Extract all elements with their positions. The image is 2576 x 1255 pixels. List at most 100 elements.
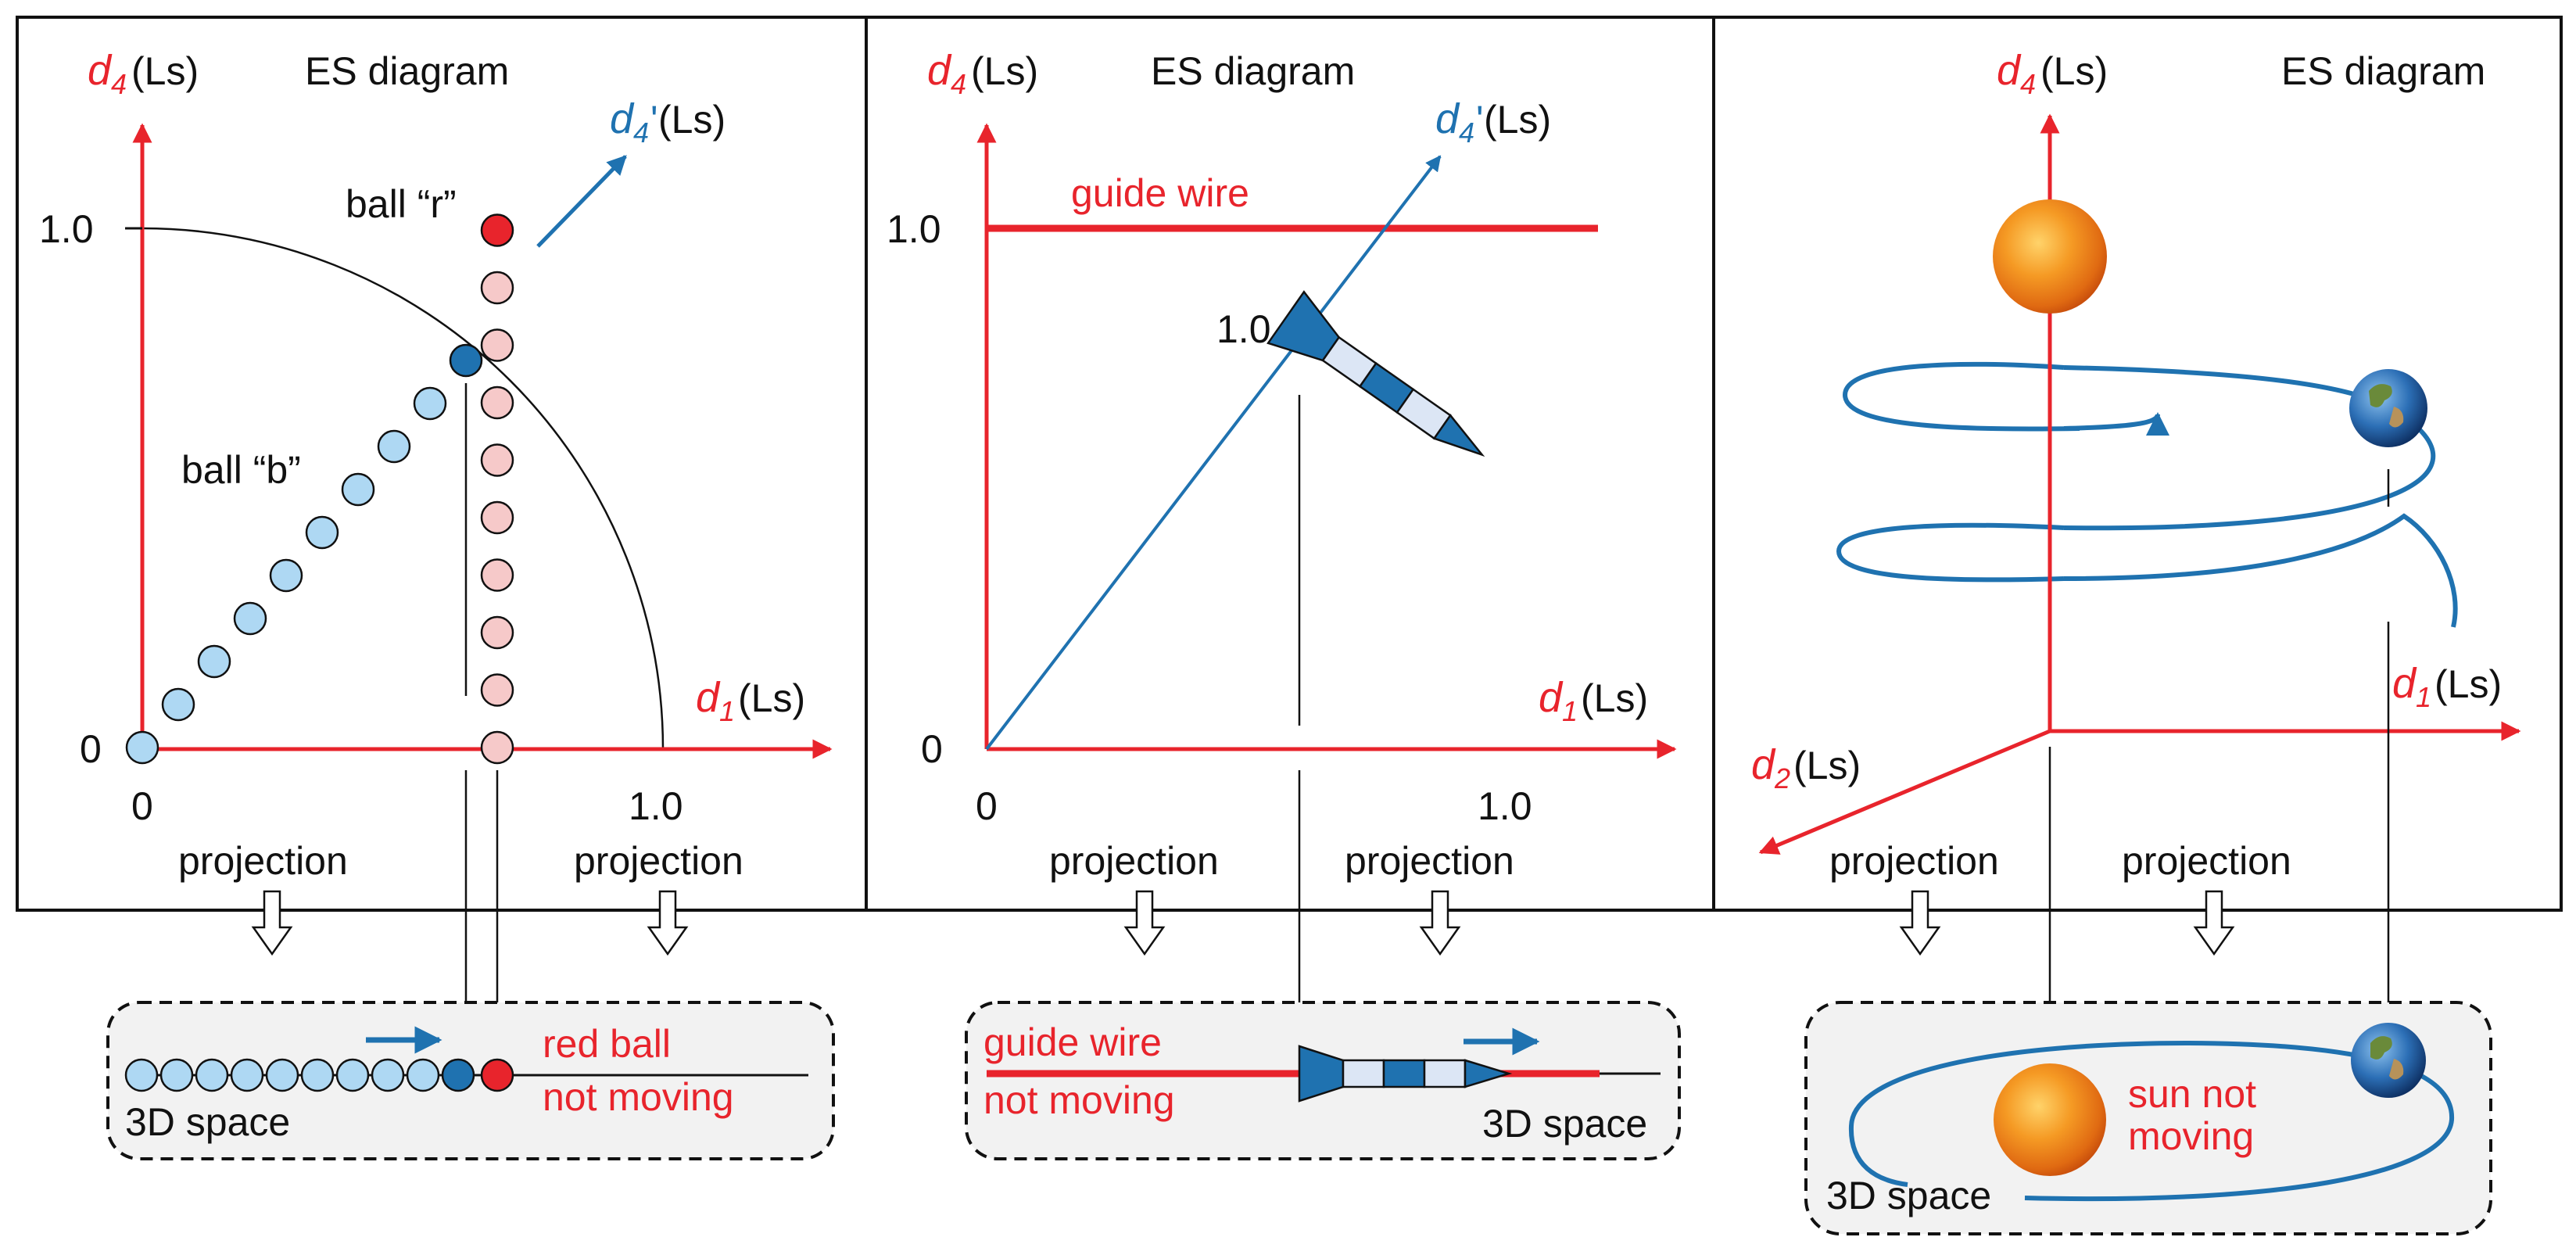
panel-2: d 4 (Ls) ES diagram d 4 ' (Ls) guide wir… (887, 47, 1677, 1002)
ball-b-trail-3d (230, 1058, 264, 1092)
projection-arrow-left (251, 890, 293, 956)
guide-wire-label-line1: guide wire (983, 1020, 1162, 1064)
d1-axis-unit: (Ls) (2434, 662, 2502, 706)
ball-r-trail (480, 385, 514, 420)
space-box-2: guide wire not moving 3D space (965, 1001, 1681, 1160)
d2-axis-var: d (1751, 741, 1776, 788)
sun-label-line2: moving (2128, 1114, 2254, 1158)
space-box-1: 3D space red ball not moving (106, 1001, 835, 1160)
ball-b-trail-3d (371, 1058, 405, 1092)
space-label: 3D space (125, 1100, 290, 1144)
ball-r-trail (480, 558, 514, 592)
space-box-3: sun not moving 3D space (1804, 1001, 2492, 1235)
tick-y-one-label: 1.0 (39, 207, 94, 251)
d4-axis-unit: (Ls) (131, 49, 199, 93)
ball-b-3d (441, 1058, 475, 1092)
projection-arrow-right (2193, 890, 2235, 956)
panel-3-title: ES diagram (2281, 49, 2485, 93)
projection-left-label: projection (1049, 839, 1219, 883)
ball-b-trail-3d (265, 1058, 299, 1092)
panel-2-title: ES diagram (1151, 49, 1355, 93)
ball-b-trail (233, 601, 267, 636)
panel-3: d 4 (Ls) ES diagram d 1 (Ls) d 2 (Ls) pr… (1751, 47, 2521, 1002)
ball-r-trail (480, 443, 514, 477)
projection-right-label: projection (2122, 839, 2291, 883)
tick-x-zero-label: 0 (976, 784, 998, 828)
ball-r-3d (480, 1058, 514, 1092)
projection-left-label: projection (178, 839, 348, 883)
orbit-path (1848, 1040, 2455, 1202)
d4-axis-sub: 4 (111, 68, 127, 100)
d4-axis-unit: (Ls) (2040, 49, 2108, 93)
d1-axis-unit: (Ls) (738, 676, 805, 720)
ball-b-trail (413, 386, 447, 421)
sun-icon (1994, 1063, 2106, 1176)
earth-icon (2349, 369, 2427, 447)
d1-axis-var: d (1539, 674, 1564, 721)
tick-y-one-label: 1.0 (887, 207, 941, 251)
ball-b-trail-3d (124, 1058, 159, 1092)
d4-prime-sub: 4 (1459, 117, 1474, 149)
rocket-tick-label: 1.0 (1216, 307, 1271, 351)
ball-b-trail (341, 472, 375, 507)
d4-axis-sub: 4 (951, 68, 966, 100)
sun-icon (1993, 199, 2107, 314)
projection-right-label: projection (574, 839, 743, 883)
ball-r-trail (480, 730, 514, 765)
space-label: 3D space (1482, 1102, 1647, 1146)
d4-prime-unit: (Ls) (1484, 98, 1551, 142)
ball-b-trail-3d (159, 1058, 194, 1092)
d1-axis-var: d (696, 674, 721, 721)
ball-b-trail-3d (195, 1058, 229, 1092)
guide-wire-label-line2: not moving (983, 1078, 1175, 1122)
d4-prime-axis (985, 155, 1442, 751)
ball-r-label: ball “r” (346, 182, 457, 226)
d4-prime-mark: ' (1476, 98, 1484, 142)
d2-axis (1758, 729, 2051, 855)
ball-b-trail-3d (406, 1058, 440, 1092)
red-ball-label-line1: red ball (543, 1022, 671, 1066)
d4-axis-sub: 4 (2020, 68, 2036, 100)
ball-b-trail (161, 687, 195, 722)
tick-x-one-label: 1.0 (1478, 784, 1532, 828)
helix-front-lower (2063, 513, 2458, 628)
tick-y-zero-label: 0 (921, 727, 943, 771)
d4-axis-var: d (1997, 47, 2022, 94)
d4-axis-unit: (Ls) (971, 49, 1038, 93)
guide-wire-label: guide wire (1071, 171, 1249, 215)
d4-prime-var: d (1435, 95, 1460, 142)
ball-b-trail (377, 429, 411, 464)
tick-x-one-label: 1.0 (629, 784, 683, 828)
ball-b (449, 343, 483, 378)
panel-1: d 4 (Ls) ES diagram d 4 ' (Ls) ball “r” … (39, 47, 833, 1005)
d4-prime-mark: ' (650, 98, 658, 142)
d4-prime-axis (536, 155, 627, 248)
rocket-3d (1298, 1045, 1513, 1103)
ball-b-trail (197, 644, 231, 679)
unit-circle-arc (142, 227, 665, 750)
ball-b-trail-3d (335, 1058, 370, 1092)
panel-1-title: ES diagram (305, 49, 509, 93)
ball-r-trail (480, 500, 514, 535)
ball-r-trail (480, 271, 514, 305)
tick-x-zero-label: 0 (131, 784, 153, 828)
projection-arrow-right (647, 890, 689, 956)
projection-left-label: projection (1829, 839, 1999, 883)
projection-arrow-left (1123, 890, 1166, 956)
projection-arrow-right (1419, 890, 1461, 956)
ball-b-trail (269, 558, 303, 593)
helix-back-lower (1836, 522, 2065, 583)
tick-y-zero-label: 0 (80, 727, 102, 771)
d4-prime-unit: (Ls) (658, 98, 726, 142)
projection-arrow-left (1899, 890, 1941, 956)
ball-r-trail (480, 328, 514, 362)
panels-frame (16, 16, 2563, 912)
d1-axis-sub: 1 (2416, 681, 2431, 713)
red-ball-label-line2: not moving (543, 1075, 734, 1119)
ball-b-trail (305, 515, 339, 550)
d1-axis-var: d (2392, 660, 2417, 707)
ball-b-trail-3d (300, 1058, 335, 1092)
d4-prime-sub: 4 (633, 117, 649, 149)
